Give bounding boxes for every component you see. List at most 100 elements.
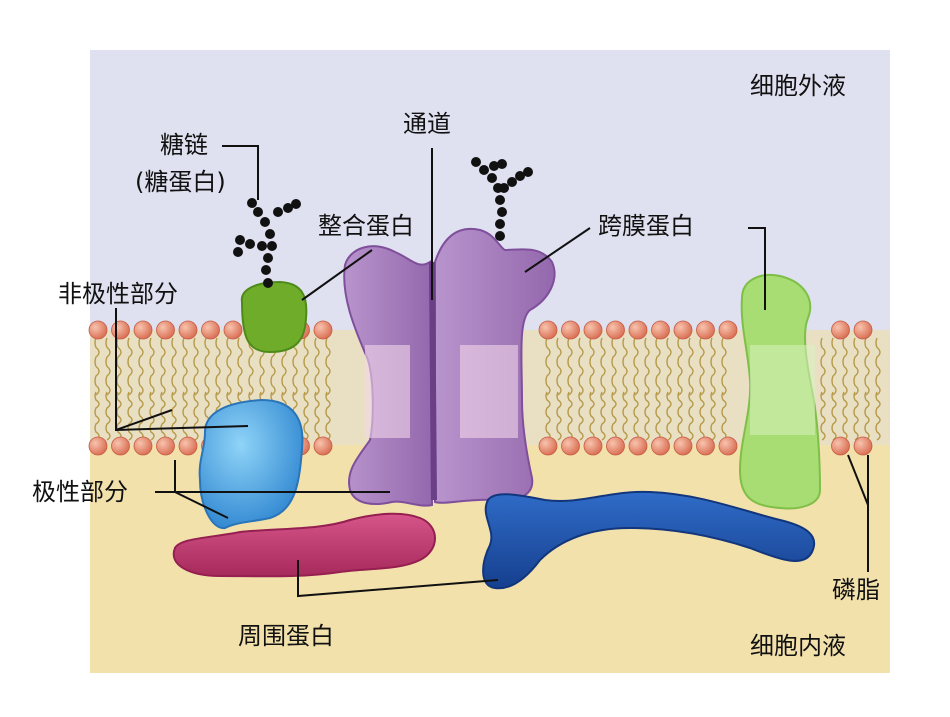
phospholipid-head bbox=[651, 436, 670, 456]
lipid-tail bbox=[226, 337, 232, 396]
glycan-bead bbox=[235, 235, 245, 245]
lipid-tail bbox=[193, 391, 199, 441]
lipid-tail bbox=[303, 337, 309, 396]
lipid-tail bbox=[567, 391, 573, 441]
glycoprotein-label: (糖蛋白) bbox=[135, 168, 226, 196]
lipid-tail bbox=[633, 391, 639, 441]
lipid-tail bbox=[303, 391, 309, 441]
peripheral-protein-blue bbox=[482, 490, 815, 590]
glycan-bead bbox=[479, 165, 489, 175]
lipid-tail bbox=[314, 391, 320, 441]
glycan-bead bbox=[273, 207, 283, 217]
leader-transmembrane bbox=[524, 227, 591, 273]
phospholipid-head bbox=[111, 436, 130, 456]
polar-part-label: 极性部分 bbox=[32, 478, 128, 506]
lipid-tail bbox=[688, 337, 694, 396]
leader-peripheral bbox=[297, 560, 499, 598]
lipid-tail bbox=[688, 391, 694, 441]
transmembrane-membrane-highlight bbox=[750, 345, 815, 435]
lipid-tail bbox=[600, 391, 606, 441]
lipid-tail bbox=[149, 391, 155, 441]
lipid-tail bbox=[721, 391, 727, 441]
lipid-tail bbox=[545, 391, 551, 441]
glycan-bead bbox=[283, 203, 293, 213]
lipid-tail bbox=[875, 337, 881, 396]
lipid-tail bbox=[633, 337, 639, 396]
lipid-tail bbox=[116, 391, 122, 441]
lipid-tail bbox=[138, 337, 144, 396]
lipid-tail bbox=[578, 337, 584, 396]
lipid-tail bbox=[160, 337, 166, 396]
glycan-bead bbox=[260, 217, 270, 227]
lipid-tail bbox=[193, 337, 199, 396]
lipid-tail bbox=[545, 337, 551, 396]
phospholipid-head bbox=[673, 436, 693, 456]
lipid-tail bbox=[138, 391, 144, 441]
phospholipid-head bbox=[538, 436, 558, 456]
lipid-tail bbox=[721, 337, 727, 396]
glycan-bead bbox=[471, 157, 481, 167]
phospholipid-head bbox=[88, 436, 108, 456]
leader-lines bbox=[115, 145, 869, 598]
phospholipid-head bbox=[696, 320, 715, 340]
lipid-tail bbox=[710, 337, 716, 396]
phospholipid-head bbox=[853, 436, 873, 456]
leader-glycan bbox=[222, 145, 259, 200]
phospholipid-head bbox=[831, 436, 850, 456]
lipid-tail bbox=[666, 337, 672, 396]
polar-protein-shape bbox=[198, 398, 304, 530]
phospholipid-head bbox=[313, 320, 333, 340]
lipid-tail bbox=[842, 337, 848, 396]
channel-pore bbox=[429, 261, 437, 501]
phospholipid-head bbox=[651, 320, 670, 340]
lipid-tail bbox=[677, 337, 683, 396]
glycoprotein-shape bbox=[240, 280, 308, 354]
phospholipid-head bbox=[606, 436, 625, 456]
lipid-tail bbox=[875, 391, 881, 441]
lipid-tail bbox=[171, 391, 177, 441]
lipid-tail bbox=[864, 337, 870, 396]
phospholipid-head bbox=[88, 320, 108, 340]
lipid-tail bbox=[820, 337, 826, 396]
lipid-tail bbox=[215, 337, 221, 396]
lipid-tail bbox=[677, 391, 683, 441]
lipid-tail bbox=[699, 391, 705, 441]
channel-label: 通道 bbox=[403, 110, 451, 138]
glycan-bead bbox=[497, 207, 507, 217]
leader-nonpolar-branch bbox=[115, 409, 173, 431]
glycan-bead bbox=[523, 167, 533, 177]
glycan-bead bbox=[245, 239, 255, 249]
glycan-bead bbox=[487, 173, 497, 183]
glycan-bead bbox=[265, 229, 275, 239]
lipid-tail bbox=[325, 337, 331, 396]
lipid-tail bbox=[831, 391, 837, 441]
lipid-tail bbox=[655, 391, 661, 441]
phospholipid-head bbox=[178, 320, 198, 340]
lipid-tail bbox=[710, 391, 716, 441]
glycan-bead bbox=[515, 171, 525, 181]
lipid-tail bbox=[325, 391, 331, 441]
lipid-tail bbox=[589, 391, 595, 441]
nonpolar-part-label: 非极性部分 bbox=[58, 280, 178, 308]
lipid-tail bbox=[600, 337, 606, 396]
lipid-tail bbox=[105, 391, 111, 441]
peripheral-protein-pink bbox=[172, 512, 436, 578]
phospholipid-head bbox=[133, 436, 153, 456]
glycan-bead bbox=[261, 265, 271, 275]
phospholipid-head bbox=[561, 436, 580, 456]
lipid-tail bbox=[116, 337, 122, 396]
leader-transmembrane-right bbox=[748, 227, 766, 310]
lipid-tail bbox=[556, 391, 562, 441]
phospholipid-head bbox=[718, 320, 738, 340]
glycan-bead bbox=[495, 219, 505, 229]
lipid-tail bbox=[149, 337, 155, 396]
phospholipid-head bbox=[583, 320, 603, 340]
lipid-tail bbox=[556, 337, 562, 396]
intracellular-label: 细胞内液 bbox=[750, 632, 846, 660]
phospholipid-head bbox=[561, 320, 580, 340]
glycan-bead bbox=[257, 241, 267, 251]
lipid-tail bbox=[589, 337, 595, 396]
lipid-tail bbox=[204, 337, 210, 396]
